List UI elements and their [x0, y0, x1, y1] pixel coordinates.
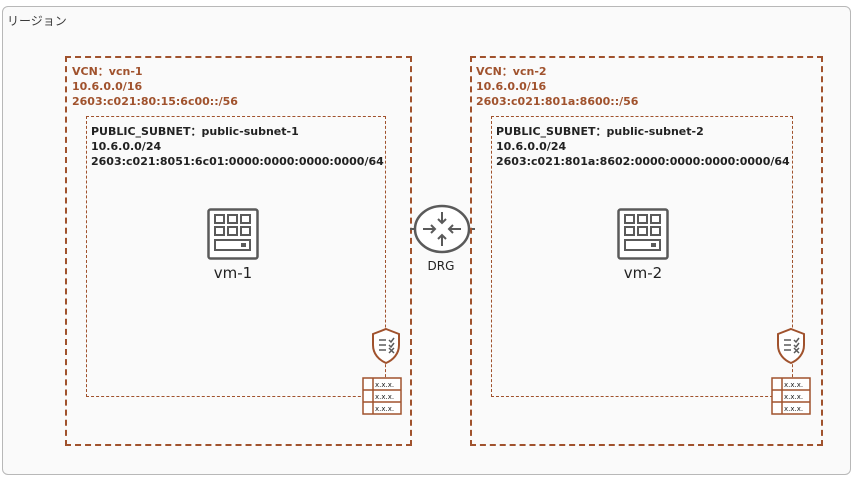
drg-label: DRG [427, 259, 455, 273]
compute-vm-icon[interactable] [617, 208, 669, 260]
vcn-1-box[interactable] [65, 56, 412, 446]
vcn-2-cidr-v4: 10.6.0.0/16 [476, 80, 547, 93]
region-label: リージョン [7, 14, 67, 28]
subnet-2-cidr-v6: 2603:c021:801a:8602:0000:0000:0000:0000/… [496, 155, 790, 168]
route-cell: x.x.x. [375, 381, 394, 389]
vm-2-label: vm-2 [623, 264, 663, 282]
vcn-1-info: VCN：vcn-1 10.6.0.0/16 2603:c021:80:15:6c… [72, 64, 238, 109]
subnet-1-title: PUBLIC_SUBNET：public-subnet-1 [91, 125, 299, 138]
subnet-2-cidr-v4: 10.6.0.0/24 [496, 140, 567, 153]
compute-vm-icon[interactable] [207, 208, 259, 260]
route-cell: x.x.x. [784, 381, 803, 389]
subnet-1-cidr-v6: 2603:c021:8051:6c01:0000:0000:0000:0000/… [91, 155, 384, 168]
subnet-1-cidr-v4: 10.6.0.0/24 [91, 140, 162, 153]
subnet-2-title: PUBLIC_SUBNET：public-subnet-2 [496, 125, 704, 138]
route-cell: x.x.x. [784, 393, 803, 401]
vcn-2-cidr-v6: 2603:c021:801a:8600::/56 [476, 95, 639, 108]
security-list-icon[interactable] [775, 327, 807, 365]
public-subnet-2-info: PUBLIC_SUBNET：public-subnet-2 10.6.0.0/2… [496, 124, 790, 169]
route-table-icon[interactable]: x.x.x. x.x.x. x.x.x. [362, 377, 402, 415]
public-subnet-1-box[interactable] [86, 116, 386, 397]
route-cell: x.x.x. [784, 405, 803, 413]
route-table-icon[interactable]: x.x.x. x.x.x. x.x.x. [771, 377, 811, 415]
public-subnet-2-box[interactable] [491, 116, 793, 397]
vcn-1-cidr-v4: 10.6.0.0/16 [72, 80, 143, 93]
vcn-1-title: VCN：vcn-1 [72, 65, 143, 78]
vcn-1-cidr-v6: 2603:c021:80:15:6c00::/56 [72, 95, 238, 108]
security-list-icon[interactable] [370, 327, 402, 365]
route-cell: x.x.x. [375, 405, 394, 413]
vcn-2-title: VCN：vcn-2 [476, 65, 547, 78]
route-cell: x.x.x. [375, 393, 394, 401]
vm-1-label: vm-1 [213, 264, 253, 282]
vcn-2-box[interactable] [470, 56, 823, 446]
drg-router-icon[interactable] [413, 204, 471, 254]
vcn-2-info: VCN：vcn-2 10.6.0.0/16 2603:c021:801a:860… [476, 64, 638, 109]
public-subnet-1-info: PUBLIC_SUBNET：public-subnet-1 10.6.0.0/2… [91, 124, 384, 169]
